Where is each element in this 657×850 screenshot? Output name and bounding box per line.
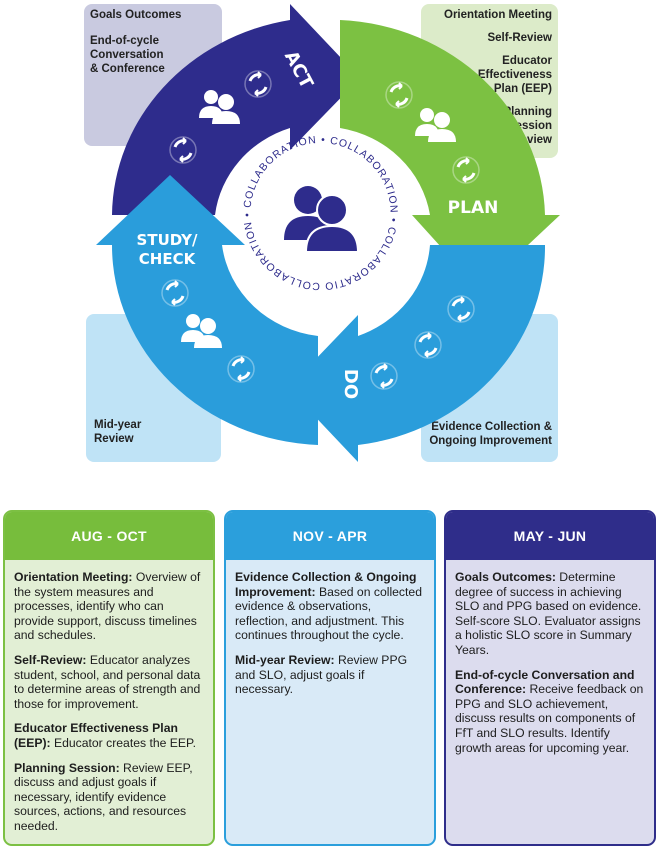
panel-body: Goals Outcomes: Determine degree of succ… <box>446 560 654 773</box>
entry-text: Educator analyzes student, school, and p… <box>14 652 201 711</box>
corner-item: End-of-cycle Conversation & Conference <box>90 35 165 75</box>
panel-body: Evidence Collection & Ongoing Improvemen… <box>226 560 434 715</box>
panel-nov-apr: NOV - APR Evidence Collection & Ongoing … <box>224 510 436 846</box>
panel-body: Orientation Meeting: Overview of the sys… <box>5 560 213 844</box>
entry-text: Determine degree of success in achieving… <box>455 570 642 657</box>
corner-item: Educator Effectiveness Plan (EEP) <box>477 55 552 95</box>
entry-text: Review EEP, discuss and adjust goals if … <box>14 760 193 833</box>
panel-entry: Mid-year Review: Review PPG and SLO, adj… <box>235 653 425 697</box>
do-label: DO <box>340 369 361 399</box>
do-arrow <box>288 245 546 462</box>
entry-text: Receive feedback on PPG and SLO achievem… <box>455 682 644 755</box>
entry-title: Evidence Collection & Ongoing Improvemen… <box>235 570 417 599</box>
panel-header: MAY - JUN <box>446 512 654 560</box>
panel-aug-oct: AUG - OCT Orientation Meeting: Overview … <box>3 510 215 846</box>
entry-text: Based on collected evidence & observatio… <box>235 584 422 643</box>
panel-entry: Orientation Meeting: Overview of the sys… <box>14 570 204 643</box>
entry-title: Goals Outcomes: <box>455 570 556 584</box>
panel-entry: Evidence Collection & Ongoing Improvemen… <box>235 570 425 643</box>
entry-title: Mid-year Review: <box>235 652 335 667</box>
corner-item: Evidence Collection & Ongoing Improvemen… <box>429 421 552 447</box>
panel-entry: Educator Effectiveness Plan (EEP): Educa… <box>14 721 204 750</box>
entry-title: Self-Review: <box>14 652 87 667</box>
corner-item: Orientation Meeting <box>444 9 552 21</box>
panel-entry: Goals Outcomes: Determine degree of succ… <box>455 570 645 658</box>
entry-title: Educator Effectiveness Plan (EEP): <box>14 721 178 750</box>
panel-entry: Planning Session: Review EEP, discuss an… <box>14 761 204 834</box>
pdsa-cycle-diagram: ACT PLAN DO STUDY/ CHECK COLLABORATION •… <box>0 0 560 462</box>
entry-text: Overview of the system measures and proc… <box>14 570 201 643</box>
entry-title: Orientation Meeting: <box>14 570 133 584</box>
panel-header: AUG - OCT <box>5 512 213 560</box>
corner-item: Mid-year Review <box>94 419 142 445</box>
entry-text: Review PPG and SLO, adjust goals if nece… <box>235 652 408 697</box>
plan-label: PLAN <box>448 198 499 218</box>
entry-title: Planning Session: <box>14 760 120 775</box>
study-arrow <box>96 175 318 445</box>
corner-item: Goals Outcomes <box>90 9 182 21</box>
check-label: CHECK <box>139 250 197 268</box>
entry-text: Educator creates the EEP. <box>50 735 196 750</box>
corner-item: Self-Review <box>487 32 552 44</box>
study-label: STUDY/ <box>137 231 198 249</box>
panel-entry: Self-Review: Educator analyzes student, … <box>14 653 204 711</box>
entry-title: End-of-cycle Conversation and Conference… <box>455 667 635 697</box>
act-arrow <box>112 4 360 215</box>
center-people-icon <box>284 186 360 253</box>
panel-entry: End-of-cycle Conversation and Conference… <box>455 668 645 756</box>
panel-may-jun: MAY - JUN Goals Outcomes: Determine degr… <box>444 510 656 846</box>
panel-header: NOV - APR <box>226 512 434 560</box>
